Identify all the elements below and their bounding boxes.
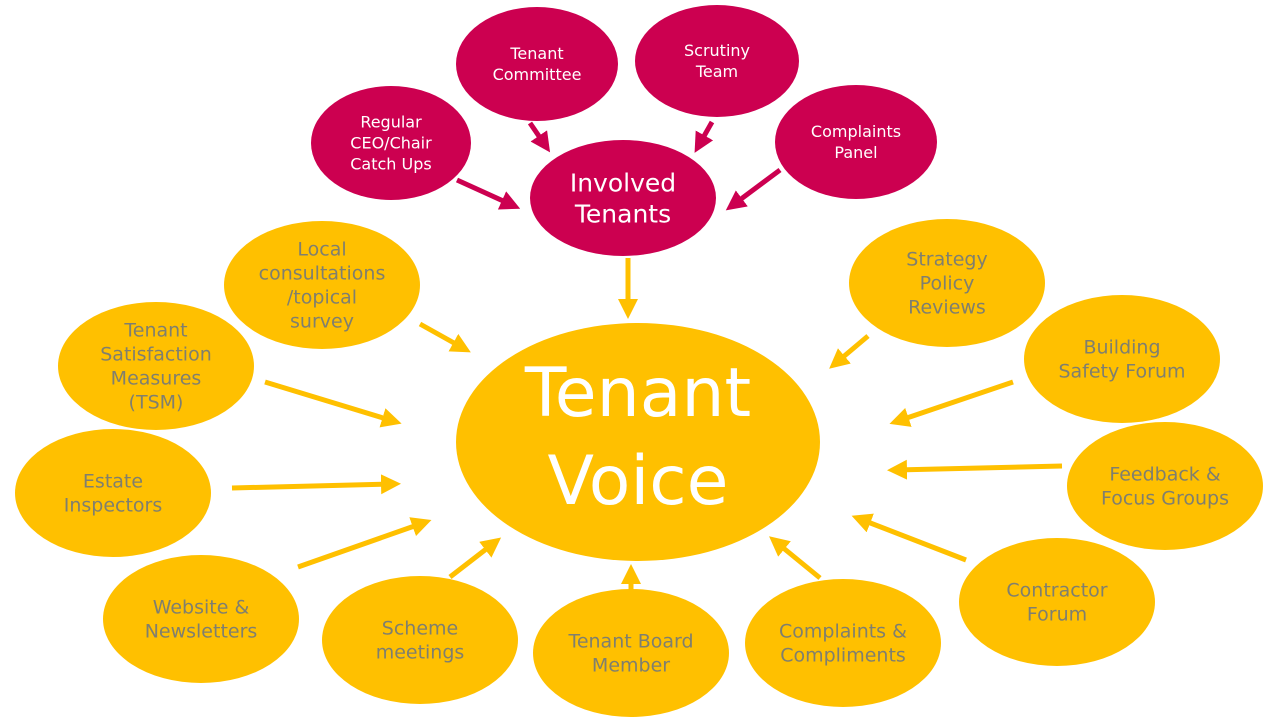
- tenant-board-member-node-shape: [533, 589, 729, 717]
- strategy-policy-node-label-line: Policy: [920, 273, 975, 295]
- strategy-policy-node-label-line: Strategy: [906, 249, 987, 271]
- tenant-voice-node-shape: [456, 323, 820, 561]
- tsm-node-label-line: Measures: [111, 368, 202, 390]
- scrutiny-team-node-label-line: Scrutiny: [684, 41, 750, 60]
- arrow-feedback-to-voice: [887, 459, 1063, 480]
- feedback-focus-groups-node-label-line: Focus Groups: [1101, 488, 1229, 510]
- arrow-local-to-voice: [418, 321, 471, 353]
- arrow-complaints-to-voice: [769, 536, 822, 580]
- yellow-arrows: [231, 258, 1063, 590]
- website-newsletters-node: Website &Newsletters: [103, 555, 299, 683]
- local-consultations-node-label-line: /topical: [287, 287, 357, 309]
- arrow-strategy-to-voice: [829, 334, 870, 369]
- ceo-chair-node-label-line: Catch Ups: [350, 155, 431, 174]
- feedback-focus-groups-node-shape: [1067, 422, 1263, 550]
- involved-tenants-node-shape: [530, 140, 716, 256]
- involved-tenants-node-label-line: Involved: [570, 168, 676, 197]
- estate-inspectors-node-label-line: Estate: [83, 471, 143, 493]
- contractor-forum-node-shape: [959, 538, 1155, 666]
- ceo-chair-node-label-line: Regular: [360, 113, 422, 132]
- complaints-compliments-node: Complaints &Compliments: [745, 579, 941, 707]
- strategy-policy-node-shape: [849, 219, 1045, 347]
- website-newsletters-node-label-line: Newsletters: [145, 621, 258, 643]
- local-consultations-node-label-line: consultations: [259, 263, 386, 285]
- arrow-ceo-to-involved: [455, 177, 521, 210]
- tsm-node-label-line: Tenant: [123, 320, 187, 342]
- tsm-node-label-line: (TSM): [129, 392, 184, 414]
- tenant-voice-node-label-line: Tenant: [524, 354, 751, 433]
- tsm-node-label-line: Satisfaction: [100, 344, 212, 366]
- building-safety-forum-node-label-line: Safety Forum: [1058, 361, 1185, 383]
- arrow-scheme-to-voice: [448, 537, 502, 579]
- complaints-panel-node-label-line: Complaints: [811, 122, 901, 141]
- complaints-panel-node-shape: [775, 85, 937, 199]
- tsm-node-shape: [58, 302, 254, 430]
- website-newsletters-node-shape: [103, 555, 299, 683]
- arrow-tsm-to-voice: [264, 379, 402, 428]
- strategy-policy-node-label-line: Reviews: [908, 297, 986, 319]
- estate-inspectors-node-shape: [15, 429, 211, 557]
- contractor-forum-node-label-line: Forum: [1027, 604, 1087, 626]
- local-consultations-node-label-line: survey: [290, 311, 354, 333]
- involved-tenants-node-label-line: Tenants: [574, 199, 671, 228]
- arrow-website-to-voice: [297, 517, 432, 570]
- arrow-scrutiny-to-involved: [694, 120, 715, 153]
- feedback-focus-groups-node-label-line: Feedback &: [1109, 464, 1221, 486]
- scrutiny-team-node-label-line: Team: [695, 62, 738, 81]
- website-newsletters-node-label-line: Website &: [153, 597, 250, 619]
- tenant-board-member-node-label-line: Tenant Board: [567, 631, 693, 653]
- complaints-compliments-node-shape: [745, 579, 941, 707]
- crimson-arrows: [455, 120, 782, 211]
- scheme-meetings-node-shape: [322, 576, 518, 704]
- local-consultations-node-shape: [224, 221, 420, 349]
- contractor-forum-node-label-line: Contractor: [1006, 580, 1107, 602]
- complaints-panel-node-label-line: Panel: [834, 143, 877, 162]
- scheme-meetings-node-label-line: Scheme: [382, 618, 458, 640]
- ceo-chair-node-shape: [311, 86, 471, 200]
- building-safety-forum-node-label-line: Building: [1083, 337, 1160, 359]
- scrutiny-team-node-shape: [635, 5, 799, 117]
- tenant-board-member-node-label-line: Member: [592, 655, 670, 677]
- arrow-building-to-voice: [889, 379, 1014, 427]
- scheme-meetings-node-label-line: meetings: [376, 642, 465, 664]
- arrow-contractor-to-voice: [851, 513, 967, 563]
- complaints-compliments-node-label-line: Complaints &: [779, 621, 907, 643]
- estate-inspectors-node-label-line: Inspectors: [64, 495, 163, 517]
- tenant-committee-node-label-line: Tenant: [509, 44, 563, 63]
- arrow-committee-to-involved: [527, 121, 551, 153]
- building-safety-forum-node-shape: [1024, 295, 1220, 423]
- feedback-focus-groups-node: Feedback &Focus Groups: [1067, 422, 1263, 550]
- ceo-chair-node-label-line: CEO/Chair: [350, 134, 432, 153]
- tenant-committee-node-label-line: Committee: [493, 65, 582, 84]
- local-consultations-node-label-line: Local: [297, 239, 346, 261]
- arrow-estate-to-voice: [231, 474, 401, 495]
- tenant-voice-node-label-line: Voice: [548, 442, 729, 521]
- tenant-committee-node-shape: [456, 7, 618, 121]
- arrow-panel-to-involved: [725, 167, 782, 211]
- complaints-compliments-node-label-line: Compliments: [780, 645, 906, 667]
